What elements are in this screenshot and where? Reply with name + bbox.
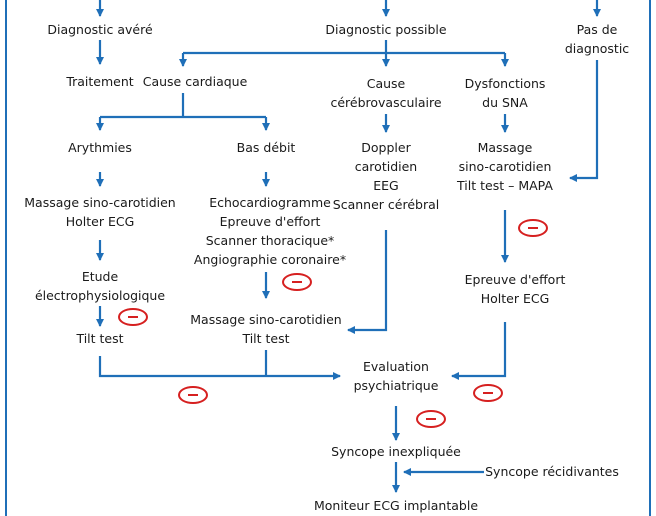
node-syncope-recidivantes: Syncope récidivantes [485,462,619,481]
node-text: Echocardiogramme [209,195,331,210]
node-text: Holter ECG [65,214,135,229]
arrow-bottom-to-evaluation [98,356,341,380]
node-text: Syncope inexpliquée [331,444,461,459]
node-text: Massage sino-carotidien [24,195,176,210]
node-text: psychiatrique [353,378,439,393]
node-text: cérébrovasculaire [330,95,442,110]
node-echocardiogramme: Echocardiogramme Epreuve d'effort Scanne… [194,193,346,269]
node-text: du SNA [482,95,528,110]
node-text: Diagnostic possible [325,22,447,37]
node-evaluation-psychiatrique: Evaluation psychiatrique [354,357,439,395]
node-pas-de-diagnostic: Pas de diagnostic [565,20,629,58]
node-cause-cardiaque: Cause cardiaque [143,72,248,91]
node-dysfonctions-sna: Dysfonctions du SNA [465,74,546,112]
negative-result-marker [282,273,312,291]
node-diagnostic-avere: Diagnostic avéré [47,20,152,39]
node-text: carotidien [354,159,418,174]
node-text: Scanner cérébral [332,197,440,212]
node-syncope-inexpliquee: Syncope inexpliquée [331,442,461,461]
node-traitement: Traitement [66,72,133,91]
node-text: Bas débit [236,140,296,155]
node-cause-cerebrovasculaire: Cause cérébrovasculaire [330,74,441,112]
node-text: diagnostic [564,41,630,56]
node-text: Dysfonctions [464,76,546,91]
node-massage-tilt: Massage sino-carotidien Tilt test [190,310,341,348]
negative-result-marker [118,308,148,326]
node-text: Epreuve d'effort [464,272,566,287]
branch-cause-cardiaque [100,93,266,119]
node-text: Massage [477,140,533,155]
arrow-pas-de-diagnostic-to-massage [569,60,599,182]
node-text: Scanner thoracique* [205,233,335,248]
node-text: Etude [81,269,119,284]
node-etude-electrophysiologique: Etude électrophysiologique [35,267,165,305]
node-text: Doppler [361,140,411,155]
node-text: Tilt test [242,331,290,346]
node-text: Cause [366,76,406,91]
node-doppler: Doppler carotidien EEG Scanner cérébral [333,138,439,214]
node-text: Moniteur ECG implantable [313,498,479,513]
node-massage-holter: Massage sino-carotidien Holter ECG [24,193,175,231]
node-text: Evaluation [363,359,429,374]
node-text: Syncope récidivantes [485,464,619,479]
frame-left-border [5,0,7,516]
node-massage-tilt-mapa: Massage sino-carotidien Tilt test – MAPA [457,138,553,195]
node-arythmies: Arythmies [68,138,132,157]
node-text: Epreuve d'effort [219,214,321,229]
negative-result-marker [473,384,503,402]
node-text: Cause cardiaque [142,74,248,89]
node-text: Angiographie coronaire* [193,252,347,267]
negative-result-marker [178,386,208,404]
node-text: Arythmies [68,140,132,155]
node-diagnostic-possible: Diagnostic possible [325,20,446,39]
node-text: Holter ECG [480,291,550,306]
node-text: Tilt test [76,331,124,346]
node-moniteur-ecg: Moniteur ECG implantable [314,496,478,515]
node-epreuve-holter: Epreuve d'effort Holter ECG [465,270,566,308]
negative-result-marker [416,410,446,428]
arrow-doppler-to-massage-tilt [347,230,388,334]
node-text: EEG [373,178,399,193]
node-tilt-test: Tilt test [76,329,123,348]
node-bas-debit: Bas débit [237,138,296,157]
node-text: Massage sino-carotidien [190,312,342,327]
branch-diagnostic-possible [183,40,505,55]
node-text: sino-carotidien [458,159,552,174]
arrow-epreuve-to-evaluation [451,322,507,380]
negative-result-marker [518,219,548,237]
node-text: Diagnostic avéré [47,22,153,37]
node-text: Tilt test – MAPA [457,178,553,193]
node-text: électrophysiologique [34,288,166,303]
node-text: Pas de [576,22,618,37]
node-text: Traitement [66,74,134,89]
frame-right-border [649,0,651,516]
